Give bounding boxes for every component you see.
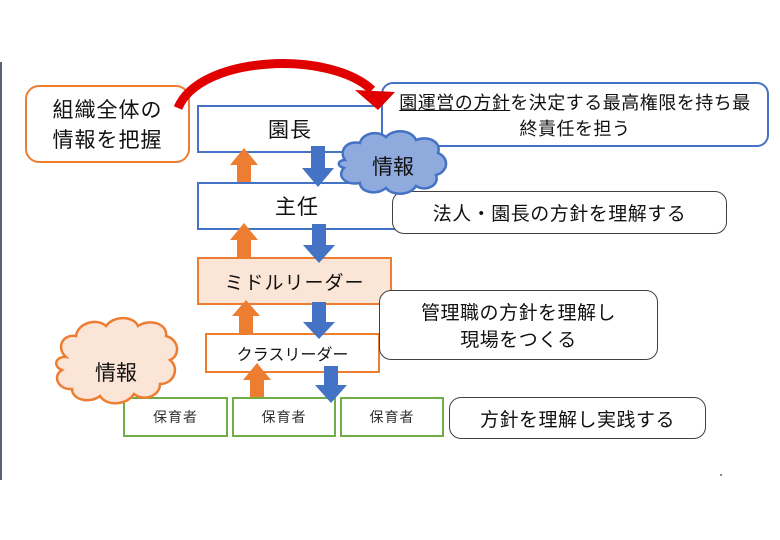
overview-note-line2: 情報を把握	[52, 128, 163, 152]
staff-box-3: 保育者	[340, 397, 444, 437]
staff-label-3: 保育者	[369, 410, 415, 426]
overview-note-line1: 組織全体の	[52, 98, 163, 122]
description-middle-line2: 現場をつくる	[460, 329, 577, 351]
staff-label-1: 保育者	[153, 410, 198, 426]
description-middle: 管理職の方針を理解し 現場をつくる	[379, 290, 658, 360]
role-box-middle-leader: ミドルリーダー	[197, 257, 392, 305]
staff-box-1: 保育者	[123, 397, 228, 437]
role-box-director: 園長	[197, 105, 383, 153]
role-label-class-leader: クラスリーダー	[236, 345, 349, 364]
red-curved-arrow	[173, 59, 395, 111]
description-chief-text: 法人・園長の方針を理解する	[432, 203, 687, 225]
description-staff: 方針を理解し実践する	[449, 397, 706, 439]
role-label-director: 園長	[268, 118, 312, 142]
role-label-middle-leader: ミドルリーダー	[224, 271, 365, 294]
description-director-line2: 終責任を担う	[519, 118, 631, 140]
cloud-upper-label: 情報	[372, 155, 414, 179]
description-chief: 法人・園長の方針を理解する	[392, 191, 727, 234]
cloud-lower-label: 情報	[95, 361, 137, 385]
left-border-rule	[0, 62, 2, 480]
stray-mark	[720, 474, 722, 476]
staff-label-2: 保育者	[261, 410, 307, 426]
role-box-class-leader: クラスリーダー	[205, 333, 380, 373]
description-director-underlined: 園運営の方針	[399, 92, 511, 114]
role-label-chief: 主任	[275, 195, 319, 219]
overview-note: 組織全体の 情報を把握	[25, 85, 190, 163]
description-staff-text: 方針を理解し実践する	[479, 408, 675, 431]
role-box-chief: 主任	[197, 182, 397, 230]
description-middle-line1: 管理職の方針を理解し	[420, 302, 616, 324]
description-director: 園運営の方針を決定する最高権限を持ち最 終責任を担う	[381, 82, 769, 147]
description-director-line1: を決定する最高権限を持ち最	[510, 92, 751, 114]
up-arrow-chief-to-director	[230, 148, 258, 182]
staff-box-2: 保育者	[232, 397, 336, 437]
